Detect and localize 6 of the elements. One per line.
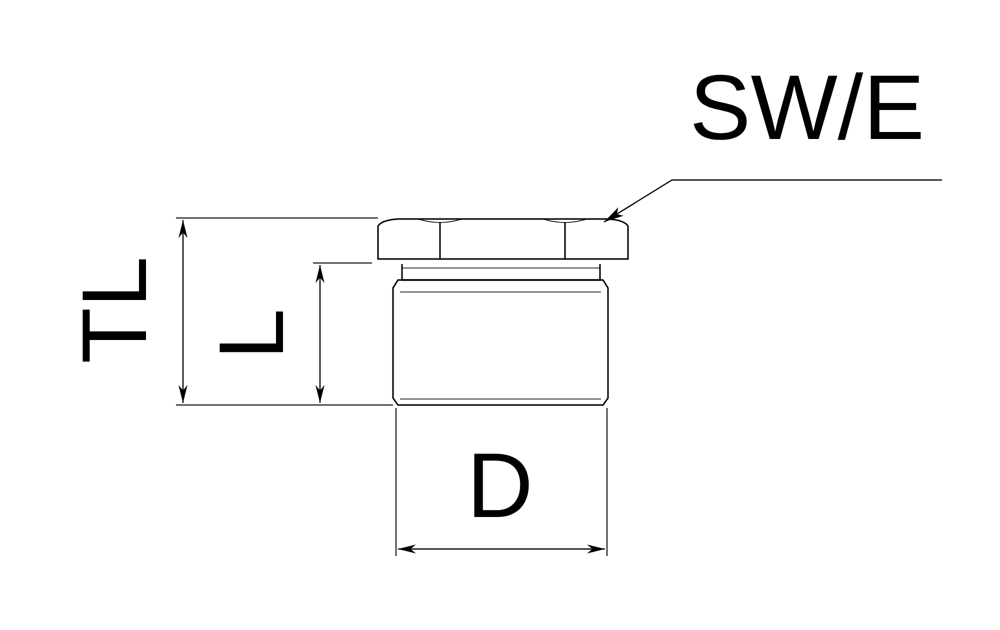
dimension-label: TL <box>69 256 161 364</box>
dimension-label: D <box>466 440 534 532</box>
dimension-label: L <box>206 308 298 360</box>
callout-label: SW/E <box>689 62 925 154</box>
hex-head-drawing <box>377 218 629 260</box>
leader-line <box>604 179 942 223</box>
